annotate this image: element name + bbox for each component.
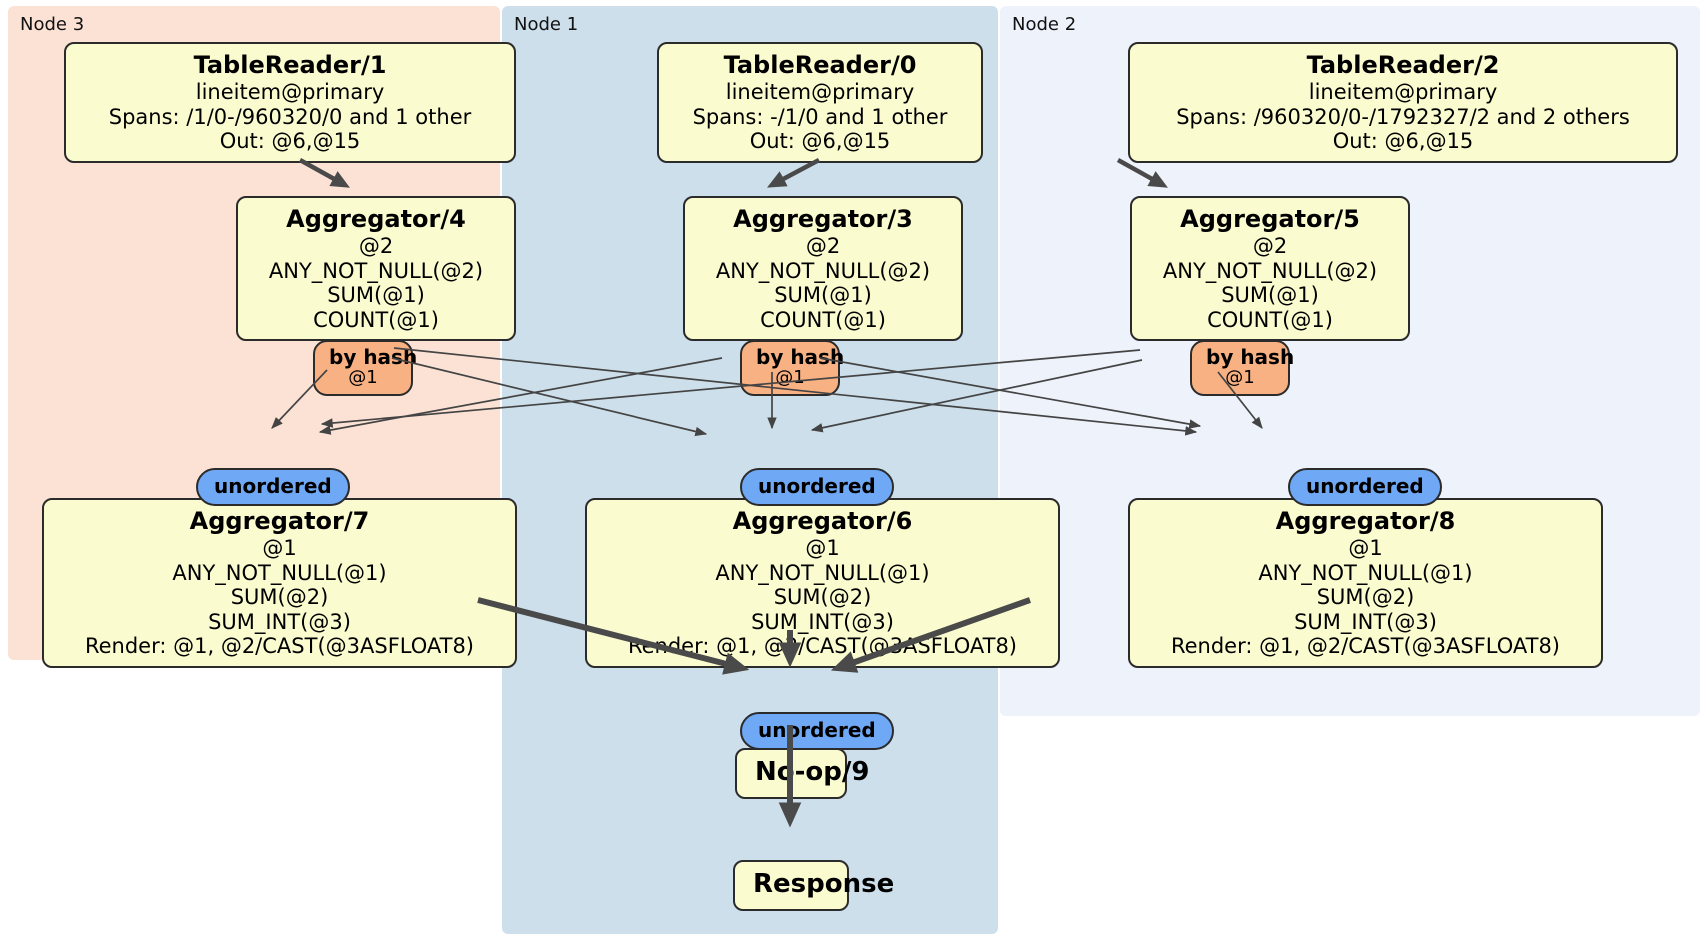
processor-detail-agg1: ANY_NOT_NULL(@1) bbox=[172, 560, 387, 585]
processor-detail-spans: Spans: /1/0-/960320/0 and 1 other bbox=[108, 104, 472, 129]
synchronizer-unordered-left[interactable]: unordered bbox=[196, 468, 350, 506]
processor-tablereader-0[interactable]: TableReader/0 lineitem@primary Spans: -/… bbox=[657, 42, 983, 163]
synchronizer-unordered-final[interactable]: unordered bbox=[740, 712, 894, 750]
processor-detail-groupcol: @1 bbox=[262, 536, 297, 560]
processor-detail-out: Out: @6,@15 bbox=[749, 129, 891, 154]
processor-title: TableReader/0 bbox=[723, 51, 917, 79]
processor-detail-agg2: SUM(@2) bbox=[230, 585, 329, 610]
node-panel-label-node3: Node 3 bbox=[20, 14, 85, 35]
processor-detail-agg2: SUM(@1) bbox=[1221, 283, 1319, 308]
processor-title: TableReader/1 bbox=[193, 51, 387, 79]
processor-detail-table: lineitem@primary bbox=[1308, 80, 1498, 104]
processor-title: TableReader/2 bbox=[1306, 51, 1500, 79]
processor-detail-agg3: COUNT(@1) bbox=[1207, 307, 1333, 332]
processor-detail-agg2: SUM(@2) bbox=[1316, 585, 1415, 610]
processor-detail-agg1: ANY_NOT_NULL(@2) bbox=[268, 258, 484, 283]
processor-detail-spans: Spans: -/1/0 and 1 other bbox=[692, 104, 948, 129]
processor-aggregator-5[interactable]: Aggregator/5 @2 ANY_NOT_NULL(@2) SUM(@1)… bbox=[1130, 196, 1410, 342]
processor-detail-agg1: ANY_NOT_NULL(@1) bbox=[715, 560, 930, 585]
processor-detail-agg1: ANY_NOT_NULL(@2) bbox=[715, 258, 931, 283]
router-by-hash-center[interactable]: by hash @1 bbox=[740, 340, 845, 396]
processor-tablereader-2[interactable]: TableReader/2 lineitem@primary Spans: /9… bbox=[1128, 42, 1678, 163]
processor-detail-agg2: SUM(@1) bbox=[774, 283, 872, 308]
processor-detail-agg3: COUNT(@1) bbox=[760, 307, 886, 332]
processor-detail-out: Out: @6,@15 bbox=[219, 129, 361, 154]
processor-detail-agg3: COUNT(@1) bbox=[313, 307, 439, 332]
processor-detail-groupcol: @2 bbox=[358, 234, 394, 258]
processor-detail-agg1: ANY_NOT_NULL(@1) bbox=[1258, 560, 1473, 585]
processor-aggregator-4[interactable]: Aggregator/4 @2 ANY_NOT_NULL(@2) SUM(@1)… bbox=[236, 196, 516, 342]
processor-title: Aggregator/7 bbox=[189, 507, 370, 535]
processor-detail-agg2: SUM(@2) bbox=[773, 585, 872, 610]
processor-tablereader-1[interactable]: TableReader/1 lineitem@primary Spans: /1… bbox=[64, 42, 516, 163]
processor-detail-agg2: SUM(@1) bbox=[327, 283, 425, 308]
processor-detail-render: Render: @1, @2/CAST(@3ASFLOAT8) bbox=[627, 634, 1018, 659]
processor-title: Response bbox=[753, 869, 895, 899]
processor-detail-groupcol: @2 bbox=[805, 234, 841, 258]
processor-detail-agg1: ANY_NOT_NULL(@2) bbox=[1162, 258, 1378, 283]
router-by-hash-left[interactable]: by hash @1 bbox=[313, 340, 418, 396]
synchronizer-unordered-right[interactable]: unordered bbox=[1288, 468, 1442, 506]
processor-title: Aggregator/3 bbox=[733, 205, 913, 233]
processor-title: Aggregator/6 bbox=[732, 507, 913, 535]
router-hash-column: @1 bbox=[1225, 367, 1255, 389]
synchronizer-label: unordered bbox=[758, 474, 876, 498]
synchronizer-label: unordered bbox=[214, 474, 332, 498]
processor-title: Aggregator/5 bbox=[1180, 205, 1360, 233]
processor-detail-groupcol: @1 bbox=[1348, 536, 1383, 560]
processor-detail-render: Render: @1, @2/CAST(@3ASFLOAT8) bbox=[84, 634, 475, 659]
router-hash-column: @1 bbox=[775, 367, 805, 389]
synchronizer-label: unordered bbox=[1306, 474, 1424, 498]
processor-detail-spans: Spans: /960320/0-/1792327/2 and 2 others bbox=[1176, 104, 1630, 129]
processor-aggregator-7[interactable]: Aggregator/7 @1 ANY_NOT_NULL(@1) SUM(@2)… bbox=[42, 498, 517, 668]
processor-aggregator-6[interactable]: Aggregator/6 @1 ANY_NOT_NULL(@1) SUM(@2)… bbox=[585, 498, 1060, 668]
processor-detail-groupcol: @2 bbox=[1252, 234, 1288, 258]
processor-detail-agg3: SUM_INT(@3) bbox=[208, 609, 351, 634]
processor-title: No-op/9 bbox=[755, 757, 870, 787]
synchronizer-unordered-center[interactable]: unordered bbox=[740, 468, 894, 506]
processor-detail-render: Render: @1, @2/CAST(@3ASFLOAT8) bbox=[1170, 634, 1561, 659]
synchronizer-label: unordered bbox=[758, 718, 876, 742]
router-hash-column: @1 bbox=[348, 367, 378, 389]
processor-title: Aggregator/8 bbox=[1275, 507, 1456, 535]
processor-response[interactable]: Response bbox=[733, 860, 895, 911]
processor-aggregator-3[interactable]: Aggregator/3 @2 ANY_NOT_NULL(@2) SUM(@1)… bbox=[683, 196, 963, 342]
processor-detail-table: lineitem@primary bbox=[195, 80, 385, 104]
processor-detail-table: lineitem@primary bbox=[725, 80, 915, 104]
processor-detail-agg3: SUM_INT(@3) bbox=[1294, 609, 1437, 634]
processor-title: Aggregator/4 bbox=[286, 205, 466, 233]
router-by-hash-right[interactable]: by hash @1 bbox=[1190, 340, 1295, 396]
processor-detail-agg3: SUM_INT(@3) bbox=[751, 609, 894, 634]
processor-detail-out: Out: @6,@15 bbox=[1332, 129, 1474, 154]
processor-aggregator-8[interactable]: Aggregator/8 @1 ANY_NOT_NULL(@1) SUM(@2)… bbox=[1128, 498, 1603, 668]
node-panel-label-node2: Node 2 bbox=[1012, 14, 1077, 35]
processor-detail-groupcol: @1 bbox=[805, 536, 840, 560]
processor-noop-9[interactable]: No-op/9 bbox=[735, 748, 870, 799]
router-label: by hash bbox=[1206, 345, 1295, 369]
node-panel-label-node1: Node 1 bbox=[514, 14, 579, 35]
router-label: by hash bbox=[329, 345, 418, 369]
router-label: by hash bbox=[756, 345, 845, 369]
